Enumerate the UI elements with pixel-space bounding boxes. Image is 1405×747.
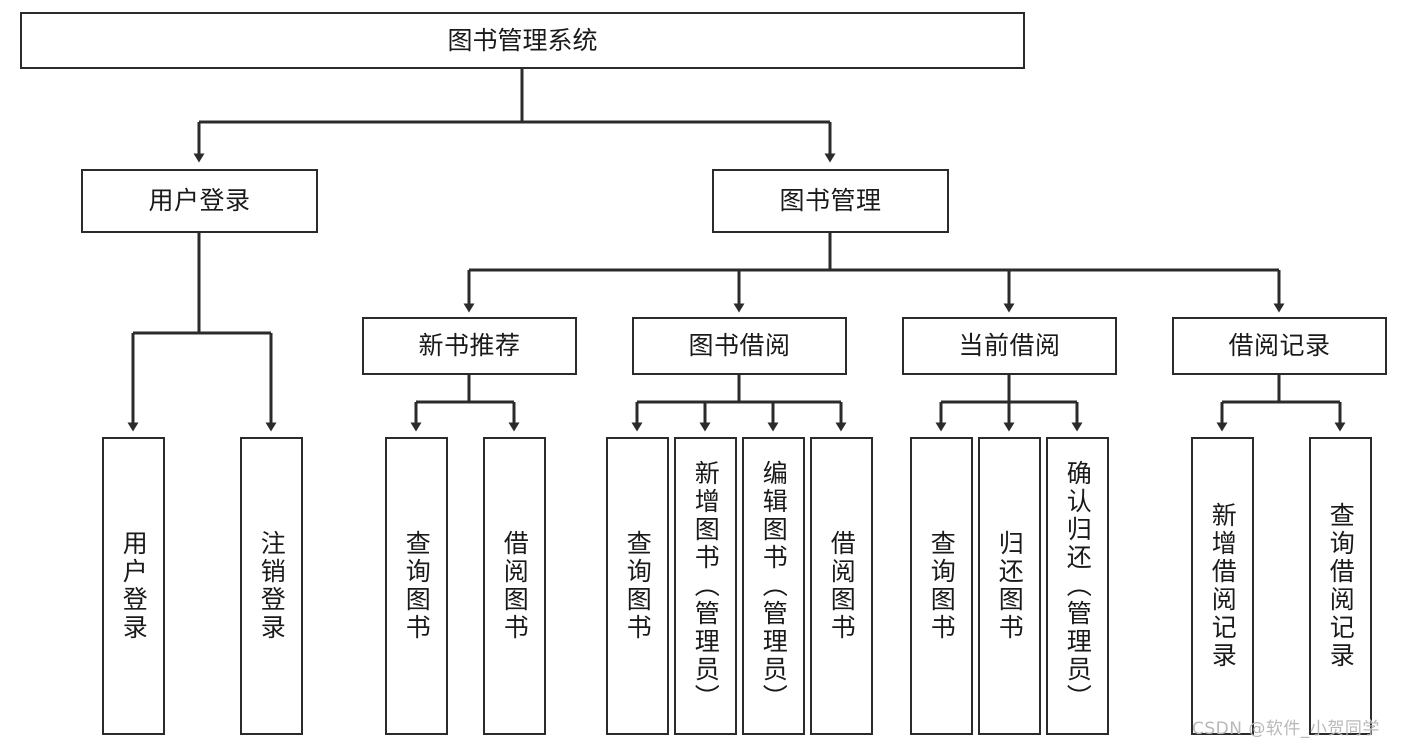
node-label: 图书管理 [779,186,882,216]
node-book-management[interactable]: 图书管理 [712,169,949,233]
node-label: 新书推荐 [418,331,521,361]
node-label: 注销登录 [257,530,287,642]
leaf-current-query-book[interactable]: 查询图书 [910,437,973,735]
node-current-borrow[interactable]: 当前借阅 [902,317,1117,375]
leaf-borrow-add-book-admin[interactable]: 新增图书（管理员） [674,437,737,735]
leaf-borrow-edit-book-admin[interactable]: 编辑图书（管理员） [742,437,805,735]
node-user-login[interactable]: 用户登录 [81,169,318,233]
node-label: 用户登录 [119,530,149,642]
node-label: 图书管理系统 [447,25,598,55]
node-label: 查询借阅记录 [1326,502,1356,670]
leaf-record-add-record[interactable]: 新增借阅记录 [1191,437,1254,735]
leaf-current-confirm-return-admin[interactable]: 确认归还（管理员） [1046,437,1109,735]
node-label: 查询图书 [402,530,432,642]
leaf-borrow-borrow-book[interactable]: 借阅图书 [810,437,873,735]
node-label: 借阅图书 [827,530,857,642]
node-borrow-record[interactable]: 借阅记录 [1172,317,1387,375]
node-system-root[interactable]: 图书管理系统 [20,12,1025,69]
leaf-borrow-query-book[interactable]: 查询图书 [606,437,669,735]
node-label: 查询图书 [623,530,653,642]
node-label: 新增图书（管理员） [691,460,721,712]
leaf-user-login-signout[interactable]: 注销登录 [240,437,303,735]
node-book-borrow[interactable]: 图书借阅 [632,317,847,375]
node-label: 新增借阅记录 [1208,502,1238,670]
node-new-book-recommend[interactable]: 新书推荐 [362,317,577,375]
leaf-current-return-book[interactable]: 归还图书 [978,437,1041,735]
node-label: 确认归还（管理员） [1063,460,1093,712]
node-label: 图书借阅 [688,331,791,361]
leaf-recommend-query-book[interactable]: 查询图书 [385,437,448,735]
node-label: 借阅图书 [500,530,530,642]
node-label: 归还图书 [995,530,1025,642]
node-label: 当前借阅 [958,331,1061,361]
leaf-user-login-signin[interactable]: 用户登录 [102,437,165,735]
watermark: CSDN @软件_小贺同学 [1192,719,1380,739]
node-label: 查询图书 [927,530,957,642]
node-label: 借阅记录 [1228,331,1331,361]
node-label: 编辑图书（管理员） [759,460,789,712]
leaf-recommend-borrow-book[interactable]: 借阅图书 [483,437,546,735]
node-label: 用户登录 [148,186,251,216]
leaf-record-query-record[interactable]: 查询借阅记录 [1309,437,1372,735]
